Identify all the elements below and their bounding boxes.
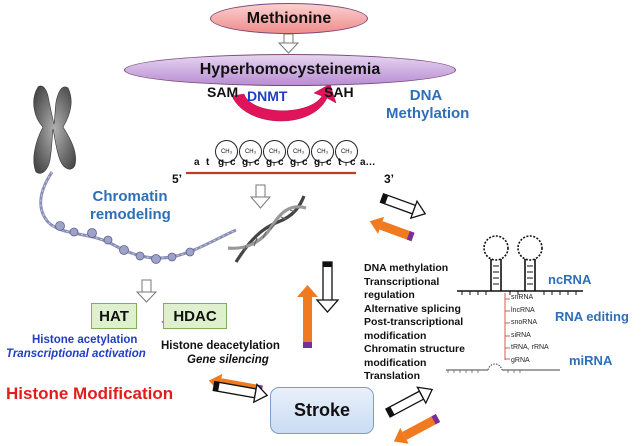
seq-letter: c	[230, 157, 236, 168]
dna-down-arrow	[249, 184, 272, 209]
list-item: siRNA	[511, 331, 531, 339]
nucleosome-beads	[55, 221, 195, 264]
stroke-label: Stroke	[293, 400, 351, 420]
ch3-circle-3: CH₃	[263, 140, 286, 163]
arrow-to-mirna	[385, 386, 434, 418]
gene-silencing-label: Gene silencing	[187, 354, 269, 366]
hdac-box: HDAC	[163, 303, 227, 329]
sah-label: SAH	[324, 84, 354, 100]
seq-letter: g	[266, 157, 273, 168]
hyperhomocysteinemia-label: Hyperhomocysteinemia	[199, 61, 381, 78]
seq-letter: g	[218, 157, 225, 168]
list-item: Chromatin structure	[364, 343, 465, 355]
ch3-circle-5: CH₃	[311, 140, 334, 163]
seq-letter: c	[302, 157, 308, 168]
list-item: modification	[364, 356, 427, 369]
transcriptional-activation-label: Transcriptional activation	[6, 348, 146, 360]
methionine-node: Methionine	[210, 3, 368, 34]
chromatin-to-hat-arrow	[135, 279, 158, 303]
ch3-circle-2: CH₃	[239, 140, 262, 163]
arrow-to-ncrna	[379, 192, 427, 220]
list-item: modification	[364, 329, 427, 342]
ch3-circle-1: CH₃	[215, 140, 238, 163]
mirna-line-icon	[446, 363, 560, 371]
histone-modification-label: Histone Modification	[6, 384, 174, 403]
seq-letter: a…	[360, 157, 376, 168]
five-prime-label: 5’	[172, 172, 183, 186]
seq-letter: g	[242, 157, 249, 168]
histone-acetylation-label: Histone acetylation	[32, 334, 138, 346]
histone-deacetylation-label: Histone deacetylation	[161, 340, 280, 352]
seq-letter: t	[338, 157, 342, 168]
ncrna-label: ncRNA	[548, 272, 592, 287]
list-item: snRNA	[511, 294, 534, 301]
seq-letter: t	[206, 157, 210, 168]
hdac-label: HDAC	[173, 307, 217, 325]
arrow-from-ncrna	[369, 216, 415, 242]
vertical-arrow-down	[315, 261, 340, 313]
chromosome-x-icon	[33, 85, 76, 174]
chromatin-fiber	[39, 171, 237, 260]
dna-methylation-label: DNA Methylation	[386, 87, 470, 122]
hyperhomocysteinemia-node: Hyperhomocysteinemia	[124, 54, 456, 86]
seq-letter: c	[326, 157, 332, 168]
list-item: tRNA, rRNA	[511, 344, 549, 351]
dnmt-label: DNMT	[247, 88, 288, 104]
arrow-from-histone	[212, 380, 269, 404]
ncrna-type-list: snRNA lncRNA snoRNA siRNA tRNA, rRNA gRN…	[511, 292, 549, 367]
dna-helix-icon	[227, 195, 307, 263]
rna-editing-label: RNA editing	[555, 309, 629, 324]
seq-letter: c	[278, 157, 284, 168]
seq-letter: c	[254, 157, 260, 168]
ch3-circle-4: CH₃	[287, 140, 310, 163]
arrow-from-mirna	[393, 414, 441, 444]
list-item: Alternative splicing	[364, 302, 461, 315]
list-item: Post-transcriptional	[364, 316, 464, 328]
seq-letter: c	[350, 157, 356, 168]
list-item: snoRNA	[511, 319, 538, 326]
stroke-box: Stroke	[270, 387, 374, 434]
list-item: regulation	[364, 289, 415, 301]
list-item: gRNA	[511, 356, 530, 364]
vertical-arrow-up	[297, 285, 318, 348]
ch3-circle-6: CH₃	[335, 140, 358, 163]
list-item: Transcriptional	[364, 275, 440, 288]
list-item: Translation	[364, 370, 421, 382]
chromatin-remodeling-label: Chromatin remodeling	[90, 188, 171, 223]
seq-letter: g	[290, 157, 297, 168]
hat-label: HAT	[99, 307, 129, 325]
seq-letter: g	[314, 157, 321, 168]
seq-letter: a	[194, 157, 200, 168]
methionine-label: Methionine	[246, 9, 332, 27]
mirna-label: miRNA	[569, 353, 613, 368]
methionine-down-arrow	[277, 33, 300, 54]
sam-label: SAM	[207, 84, 239, 100]
list-item: lncRNA	[511, 306, 535, 314]
list-item: DNA methylation	[364, 262, 449, 274]
process-list: DNA methylation Transcriptional regulati…	[364, 262, 465, 384]
hat-box: HAT	[91, 303, 137, 329]
three-prime-label: 3’	[384, 172, 395, 186]
